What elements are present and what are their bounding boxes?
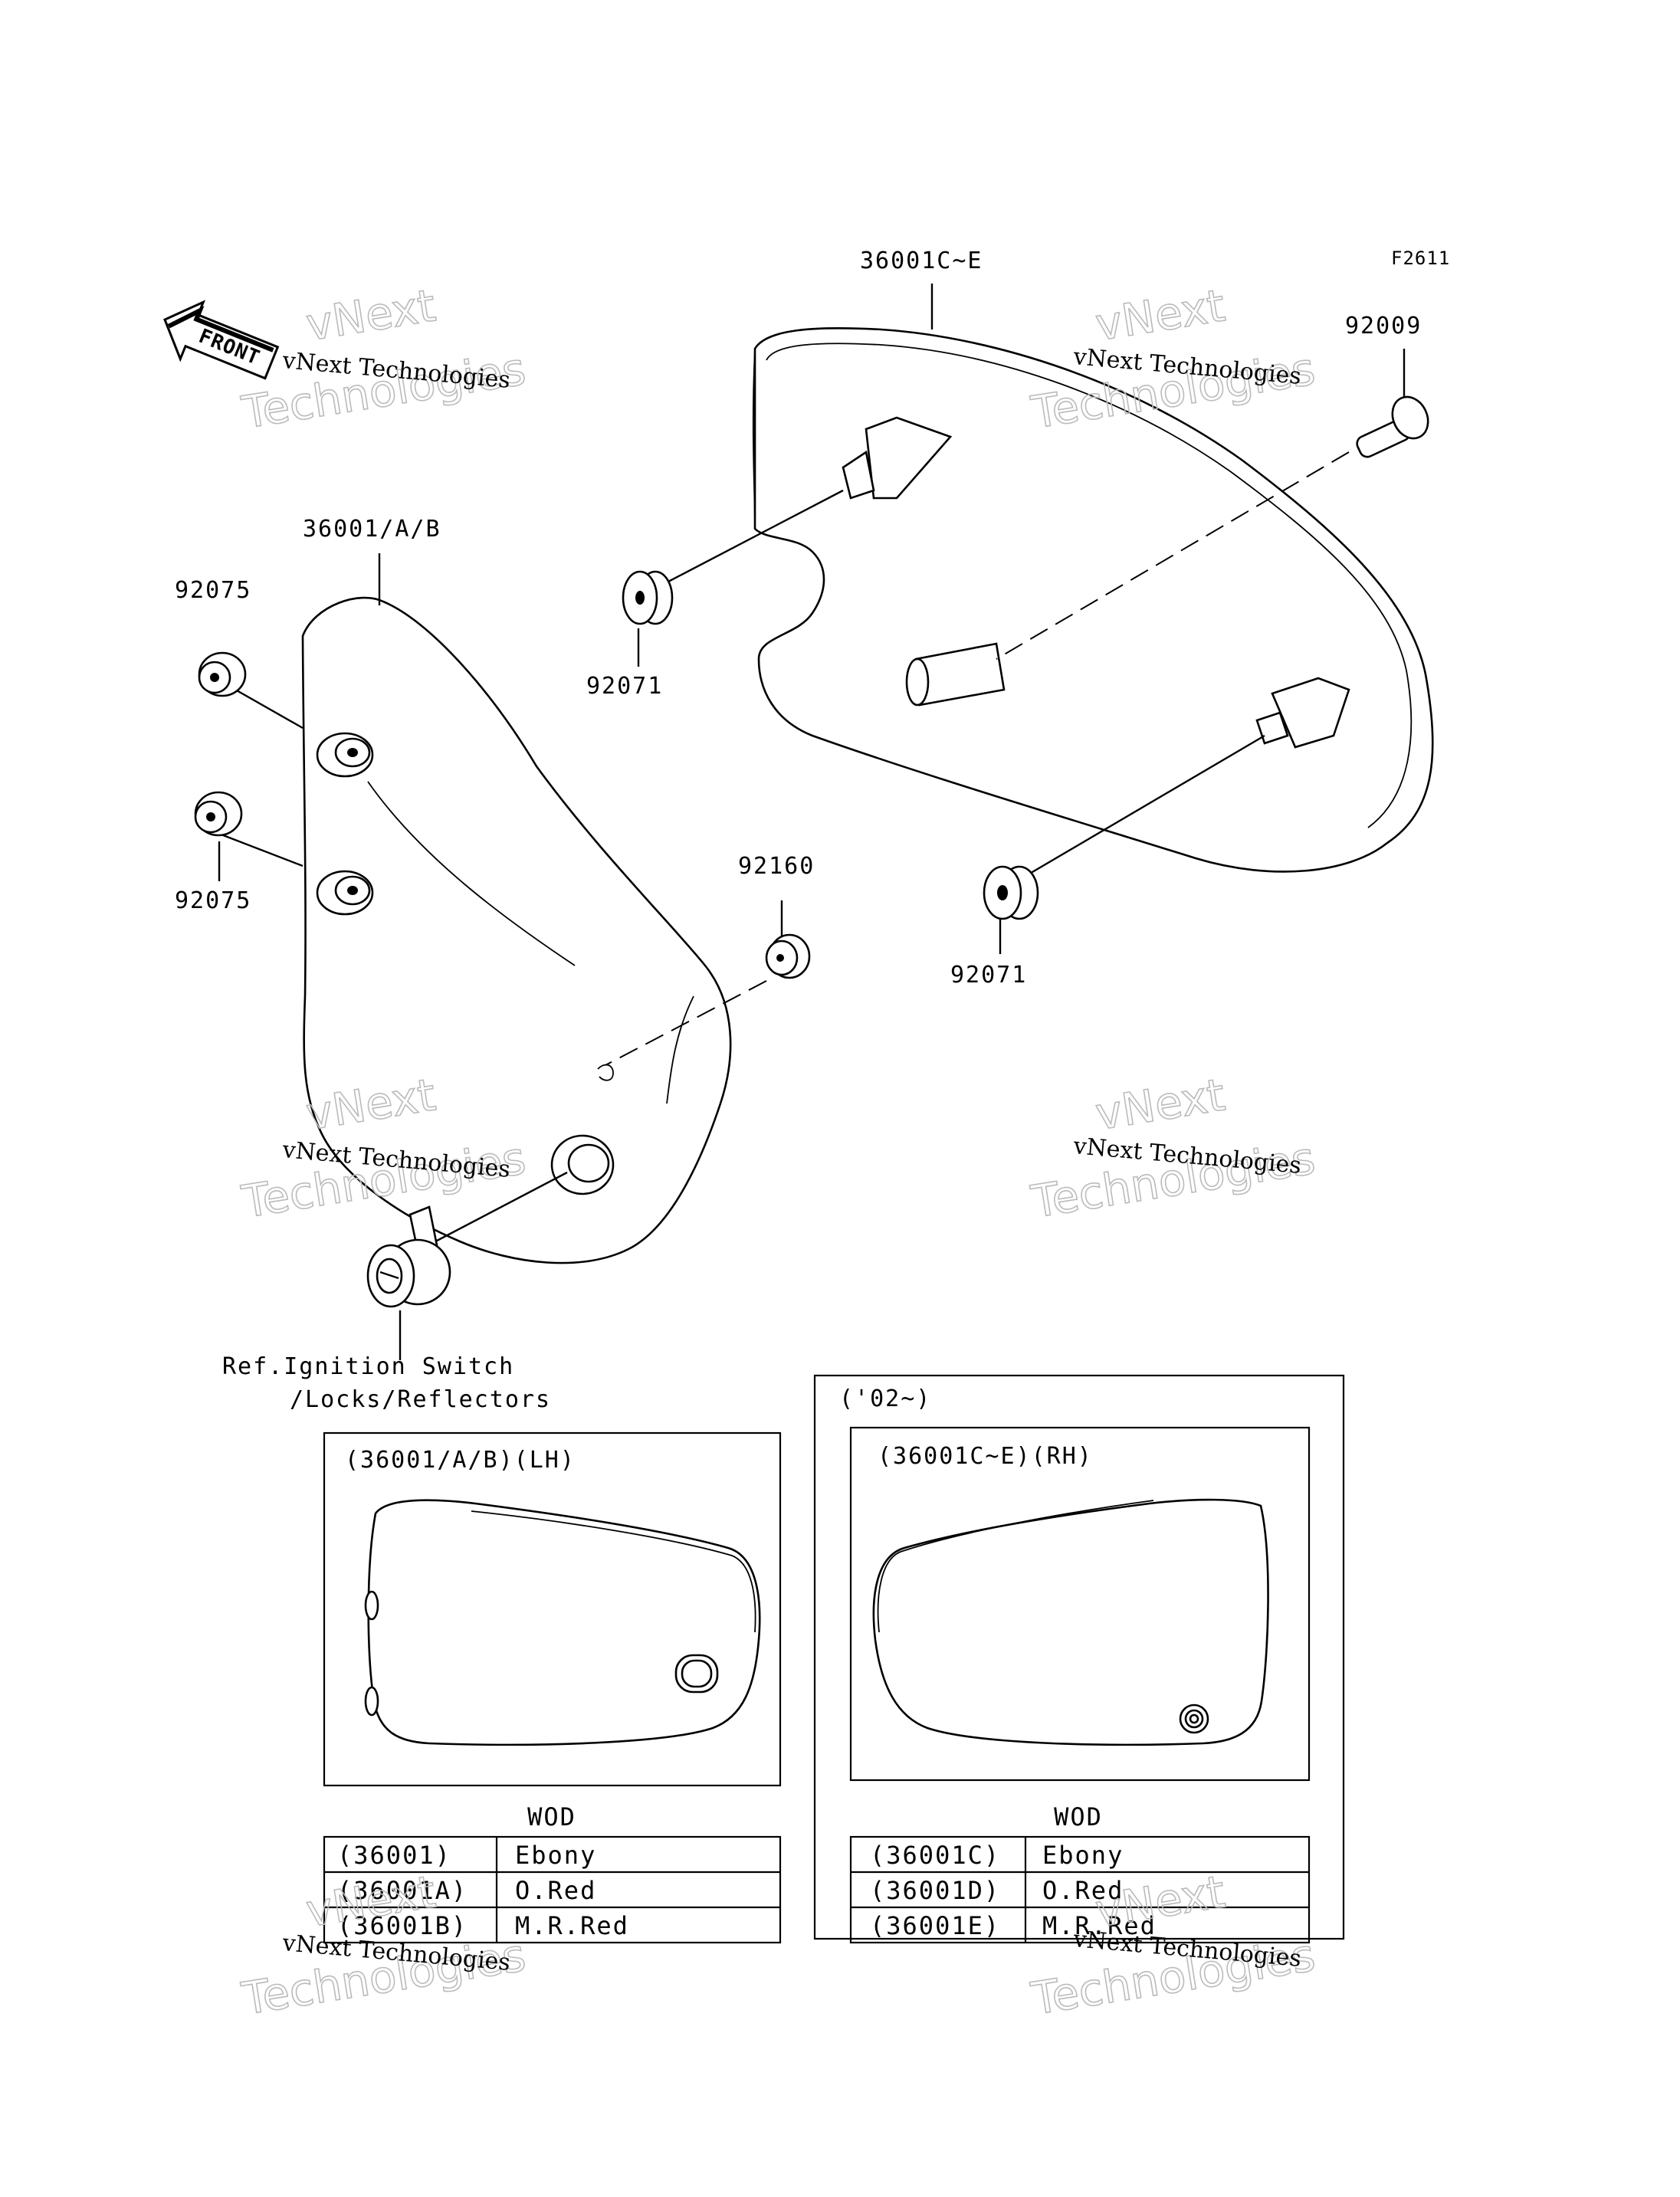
label-92009: 92009 [1345, 313, 1422, 339]
side-cover-lh [301, 596, 732, 1264]
front-arrow-icon: FRONT [163, 300, 280, 380]
label-36001c-e: 36001C~E [860, 248, 983, 274]
label-ref-line1: Ref.Ignition Switch [222, 1353, 514, 1380]
rh-panel-title: (36001C~E)(RH) [878, 1443, 1093, 1470]
label-92071-upper: 92071 [586, 673, 663, 700]
grommet-92071-lower [983, 865, 1039, 920]
grommet-92075-upper [198, 651, 247, 697]
lh-row-code: (36001A) [337, 1876, 468, 1905]
rh-year-box: ('02~) (36001C~E)(RH) WOD (36001C) Ebony… [813, 1374, 1345, 1944]
rh-row-code: (36001E) [870, 1911, 1000, 1940]
leader-92075-lower [218, 832, 304, 867]
lh-inset-panel: (36001/A/B)(LH) [323, 1431, 782, 1787]
lh-cover-outline [367, 1499, 761, 1746]
rh-row-color: O.Red [1042, 1876, 1124, 1905]
label-36001-a-b: 36001/A/B [303, 516, 441, 543]
label-ref-line2: /Locks/Reflectors [290, 1386, 551, 1413]
rh-row-code: (36001C) [870, 1841, 1000, 1870]
bolt-92009 [1356, 395, 1429, 458]
rh-row-color: M.R.Red [1042, 1911, 1157, 1940]
leader-92071-upper-a [666, 489, 844, 584]
damper-92160 [765, 933, 811, 979]
lh-table-header: WOD [527, 1802, 576, 1831]
lh-row-color: O.Red [515, 1876, 596, 1905]
leader-92071-lower-a [1022, 734, 1265, 879]
label-92075-lower: 92075 [175, 887, 251, 914]
lh-row-code: (36001B) [337, 1911, 468, 1940]
label-92071-lower: 92071 [950, 962, 1027, 989]
dashline-bolt [996, 451, 1350, 660]
grommet-92071-upper [622, 570, 674, 625]
year-box-label: ('02~) [839, 1385, 931, 1412]
rh-table-header: WOD [1054, 1802, 1103, 1831]
grommet-92075-lower [194, 791, 243, 837]
dashline-92160 [605, 980, 767, 1066]
lh-panel-title: (36001/A/B)(LH) [345, 1447, 576, 1474]
rh-row-code: (36001D) [870, 1876, 1000, 1905]
rh-row-color: Ebony [1042, 1841, 1124, 1870]
rh-cover-outline [872, 1498, 1269, 1746]
watermark-word-a: vNext [1092, 279, 1229, 351]
watermark-word-a: vNext [303, 279, 439, 351]
figure-code: F2611 [1391, 248, 1450, 269]
lh-row-color: Ebony [515, 1841, 596, 1870]
label-92160: 92160 [738, 853, 815, 880]
lh-row-code: (36001) [337, 1841, 451, 1870]
label-92075-upper: 92075 [175, 577, 251, 604]
lock-cylinder-icon [366, 1205, 451, 1308]
lh-color-table: (36001) Ebony (36001A) O.Red (36001B) M.… [323, 1835, 782, 1944]
lh-row-color: M.R.Red [515, 1911, 629, 1940]
watermark-word-a: vNext [1092, 1068, 1229, 1140]
